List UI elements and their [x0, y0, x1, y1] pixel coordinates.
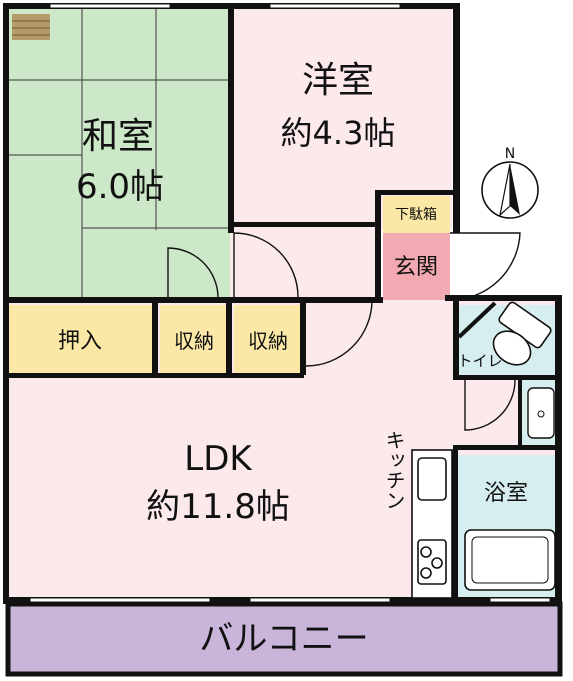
getabako-label: 下駄箱	[395, 207, 437, 223]
ldk-size: 約11.8帖	[146, 487, 290, 527]
youshitsu-size: 約4.3帖	[281, 114, 396, 152]
genkan-label: 玄関	[394, 255, 438, 280]
kitchen-label: キッチン	[382, 430, 406, 510]
toilet-label: トイレ	[457, 352, 502, 370]
balcony-label: バルコニー	[199, 619, 368, 659]
corridor-floor	[230, 230, 380, 300]
shuno1-floor	[160, 305, 228, 375]
getabako-shelf	[383, 196, 450, 233]
toilet-diagonal-wall	[457, 301, 497, 339]
shuno2-label: 収納	[248, 329, 288, 353]
youshitsu-name: 洋室	[302, 60, 374, 101]
oshiire-floor	[8, 305, 154, 375]
washitsu-size: 6.0帖	[76, 167, 164, 207]
oshiire-label: 押入	[58, 329, 102, 354]
vanity-sink	[527, 387, 555, 439]
shuno1-label: 収納	[174, 329, 214, 353]
genkan-floor	[383, 233, 450, 300]
balcony-floor	[8, 603, 560, 673]
door-swings	[167, 232, 521, 431]
kitchen-counter	[411, 449, 453, 599]
vanity-drain	[537, 410, 545, 418]
bathtub	[464, 529, 556, 591]
toilet-fixture	[492, 301, 552, 366]
tatami-edge	[12, 14, 50, 40]
shuno2-floor	[234, 305, 302, 375]
washitsu-name: 和室	[82, 116, 154, 157]
ldk-name: LDK	[184, 439, 253, 479]
washitsu-floor	[8, 8, 230, 300]
bathtub-inner	[471, 536, 549, 584]
tatami-lines	[8, 8, 230, 300]
bath-label: 浴室	[484, 481, 528, 506]
tatami-edge-lines	[12, 20, 50, 36]
compass: N	[481, 146, 539, 219]
compass-north-label: N	[505, 146, 515, 162]
balcony-frame	[5, 601, 563, 677]
